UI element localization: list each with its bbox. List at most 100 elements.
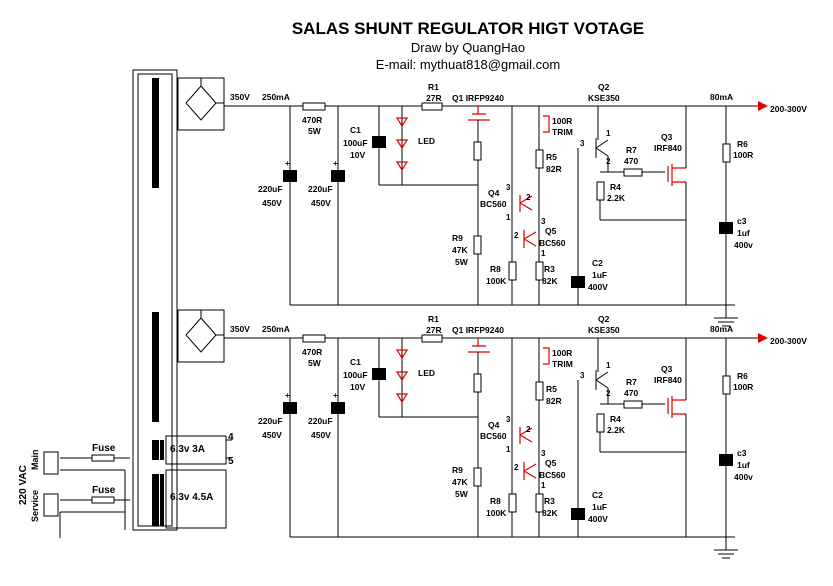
c2-val-top: 1uF [592,270,607,280]
c3-v-top: 400v [734,240,753,250]
main-label: Main [30,449,40,470]
pin-q4-1-bot: 1 [506,445,511,454]
q4-name-bot: Q4 [488,420,500,430]
q2-name-bot: Q2 [598,314,610,324]
led-bot: LED [418,368,435,378]
r7-val-bot: 470 [624,388,638,398]
r3-val-top: 82K [542,276,558,286]
cap220-val-b-bot: 220uF [308,416,333,426]
service-label: Service [30,490,40,522]
r1-name-top: R1 [428,82,439,92]
r470-name-bot: 470R [302,347,322,357]
i80-top: 80mA [710,92,733,102]
c1-val-top: 100uF [343,138,368,148]
terminal-5: 5 [228,456,234,467]
terminal-4: 4 [228,432,234,443]
r6-name-bot: R6 [737,371,748,381]
c1-v-top: 10V [350,150,365,160]
pin-q4-2-bot: 2 [526,425,531,434]
i250-top: 250mA [262,92,290,102]
c3-val-bot: 1uf [737,460,750,470]
pin-q5-1-top: 1 [541,249,546,258]
q4-name-top: Q4 [488,188,500,198]
r4-name-top: R4 [610,182,621,192]
i250-bot: 250mA [262,324,290,334]
c1-name-top: C1 [350,125,361,135]
c1-v-bot: 10V [350,382,365,392]
q3-name-top: Q3 [661,132,673,142]
out-top: 200-300V [770,104,807,114]
r7-name-top: R7 [626,145,637,155]
q4-type-top: BC560 [480,199,507,209]
r5-val-top: 82R [546,164,562,174]
pin-plus-a-bot: + [285,391,290,400]
q5-type-top: BC560 [539,238,566,248]
trim-bot: TRIM [552,359,573,369]
author-line: Draw by QuangHao [411,40,525,55]
q3-type-bot: IRF840 [654,375,682,385]
transformer: 6.3v 3A 6.3v 4.5A 4 5 Fuse Fuse 220 VAC … [18,69,234,538]
q3-type-top: IRF840 [654,143,682,153]
pin-q4-3-bot: 3 [506,415,511,424]
q4-type-bot: BC560 [480,431,507,441]
cap220-val-b-top: 220uF [308,184,333,194]
r6-val-top: 100R [733,150,753,160]
r4-val-top: 2.2K [607,193,626,203]
c1-val-bot: 100uF [343,370,368,380]
r5-val-bot: 82R [546,396,562,406]
pin-q5-1-bot: 1 [541,481,546,490]
r9-name-top: R9 [452,233,463,243]
r5-name-top: R5 [546,152,557,162]
labels-bottom: 350V 250mA 470R 5W C1 100uF 10V LED R1 2… [230,314,807,524]
r8-name-top: R8 [490,264,501,274]
q5-type-bot: BC560 [539,470,566,480]
r9-val-top: 47K [452,245,468,255]
pin-q4-3-top: 3 [506,183,511,192]
r1-name-bot: R1 [428,314,439,324]
pin-q2-1-bot: 1 [606,361,611,370]
c2-v-top: 400V [588,282,608,292]
q3-name-bot: Q3 [661,364,673,374]
c3-val-top: 1uf [737,228,750,238]
pin-q2-3-bot: 3 [580,371,585,380]
q5-name-bot: Q5 [545,458,557,468]
pin-plus-b-top: + [333,159,338,168]
cap220-v-b-bot: 450V [311,430,331,440]
q5-name-top: Q5 [545,226,557,236]
fuse-main-label: Fuse [92,443,116,454]
led-top: LED [418,136,435,146]
c2-name-bot: C2 [592,490,603,500]
c1-name-bot: C1 [350,357,361,367]
r1-val-top: 27R [426,93,442,103]
pin-plus-a-top: + [285,159,290,168]
r5-name-bot: R5 [546,384,557,394]
tap-6v3-3a: 6.3v 3A [170,444,205,455]
r4-name-bot: R4 [610,414,621,424]
pin-q5-3-top: 3 [541,217,546,226]
v350-top: 350V [230,92,250,102]
c2-name-top: C2 [592,258,603,268]
cap220-val-a-top: 220uF [258,184,283,194]
trim-top: TRIM [552,127,573,137]
r9-val-bot: 47K [452,477,468,487]
pin-q2-2-bot: 2 [606,389,611,398]
r6-val-bot: 100R [733,382,753,392]
r470-w-bot: 5W [308,358,322,368]
fuse-service-label: Fuse [92,485,116,496]
pin-q4-2-top: 2 [526,193,531,202]
q2-name-top: Q2 [598,82,610,92]
r3-name-bot: R3 [544,496,555,506]
r4-val-bot: 2.2K [607,425,626,435]
r8-name-bot: R8 [490,496,501,506]
trim-val-top: 100R [552,116,572,126]
pin-q5-2-top: 2 [514,231,519,240]
cap220-val-a-bot: 220uF [258,416,283,426]
pin-q2-3-top: 3 [580,139,585,148]
r3-name-top: R3 [544,264,555,274]
r6-name-top: R6 [737,139,748,149]
r1-val-bot: 27R [426,325,442,335]
q1-top: Q1 IRFP9240 [452,93,504,103]
r7-val-top: 470 [624,156,638,166]
q1-bot: Q1 IRFP9240 [452,325,504,335]
